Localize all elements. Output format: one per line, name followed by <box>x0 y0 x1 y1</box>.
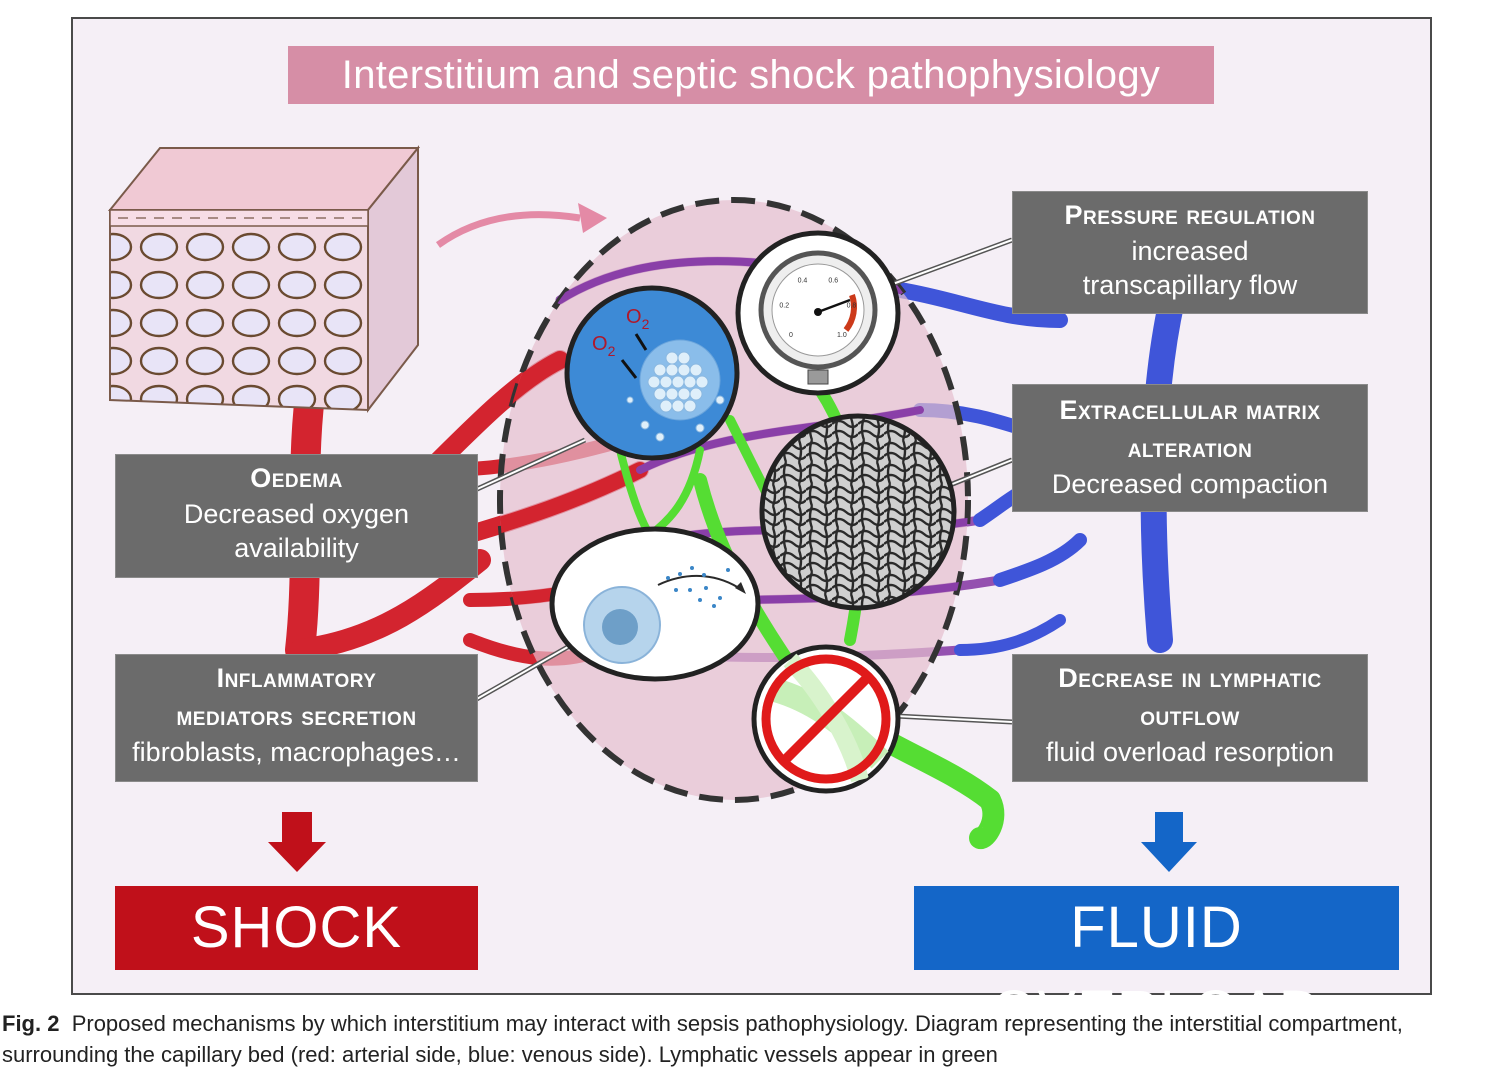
oedema-heading: Oedema <box>250 463 343 493</box>
pressure-regulation-heading: Pressure regulation <box>1064 200 1316 230</box>
inflammatory-mediators-heading-1: Inflammatory <box>216 663 377 693</box>
pressure-regulation-line-1: increased <box>1131 236 1249 266</box>
figure-title: Interstitium and septic shock pathophysi… <box>288 46 1214 104</box>
extracellular-matrix-box: Extracellular matrix alteration Decrease… <box>1012 384 1368 512</box>
gauge-tick-label: 0.2 <box>779 303 789 310</box>
cell-secretion-inset <box>549 526 761 682</box>
o2-label-1: O2 <box>592 333 616 359</box>
gauge-tick-label: 1.0 <box>837 332 847 339</box>
gauge-tick-label: 0.4 <box>798 278 808 285</box>
inflammatory-mediators-heading-2: mediators secretion <box>176 701 417 731</box>
fluid-arrow <box>1141 812 1197 872</box>
figure-caption: Fig. 2 Proposed mechanisms by which inte… <box>2 1008 1492 1070</box>
matrix-inset <box>759 413 957 611</box>
oedema-line-1: Decreased oxygen <box>183 499 410 529</box>
gauge-tick-label: 0 <box>789 332 793 339</box>
zoom-arrow-head <box>578 203 607 233</box>
caption-label: Fig. 2 <box>2 1011 60 1036</box>
caption-text: Proposed mechanisms by which interstitiu… <box>2 1011 1403 1067</box>
pressure-regulation-box: Pressure regulation increased transcapil… <box>1012 191 1368 314</box>
oxygen-diffusion-inset: O2 O2 <box>564 285 740 461</box>
illustration: O2 O2 0 0.2 0.4 0.6 0.8 1.0 <box>107 145 1197 872</box>
pressure-gauge-inset: 0 0.2 0.4 0.6 0.8 1.0 <box>735 230 901 396</box>
zoom-arrow <box>435 211 581 248</box>
extracellular-matrix-heading-2: alteration <box>1127 433 1253 463</box>
extracellular-matrix-line: Decreased compaction <box>1051 469 1329 499</box>
tissue-cube <box>107 145 421 413</box>
svg-text:00.20.40.60.81.0: 0 0.2 0.4 0.6 0.8 1.0 <box>779 278 856 339</box>
lymphatic-outflow-box: Decrease in lymphatic outflow fluid over… <box>1012 654 1368 782</box>
gauge-tick-label: 0.6 <box>828 278 838 285</box>
oedema-line-2: availability <box>234 533 359 563</box>
extracellular-matrix-heading-1: Extracellular matrix <box>1059 395 1321 425</box>
lymphatic-outflow-heading-2: outflow <box>1140 701 1240 731</box>
shock-outcome: SHOCK <box>115 886 478 970</box>
gauge-tick-label: 0.8 <box>847 303 857 310</box>
shock-arrow <box>268 812 326 872</box>
oedema-box: Oedema Decreased oxygen availability <box>115 454 478 578</box>
inflammatory-mediators-box: Inflammatory mediators secretion fibrobl… <box>115 654 478 782</box>
pressure-regulation-line-2: transcapillary flow <box>1082 270 1298 300</box>
lymphatic-outflow-line: fluid overload resorption <box>1045 737 1335 767</box>
fluid-overload-outcome: FLUID OVERLOAD <box>914 886 1399 1044</box>
inflammatory-mediators-line: fibroblasts, macrophages… <box>132 737 461 767</box>
lymphatic-outflow-heading-1: Decrease in lymphatic <box>1058 663 1322 693</box>
blocked-lymph-inset <box>751 644 901 794</box>
o2-label-2: O2 <box>626 306 650 332</box>
